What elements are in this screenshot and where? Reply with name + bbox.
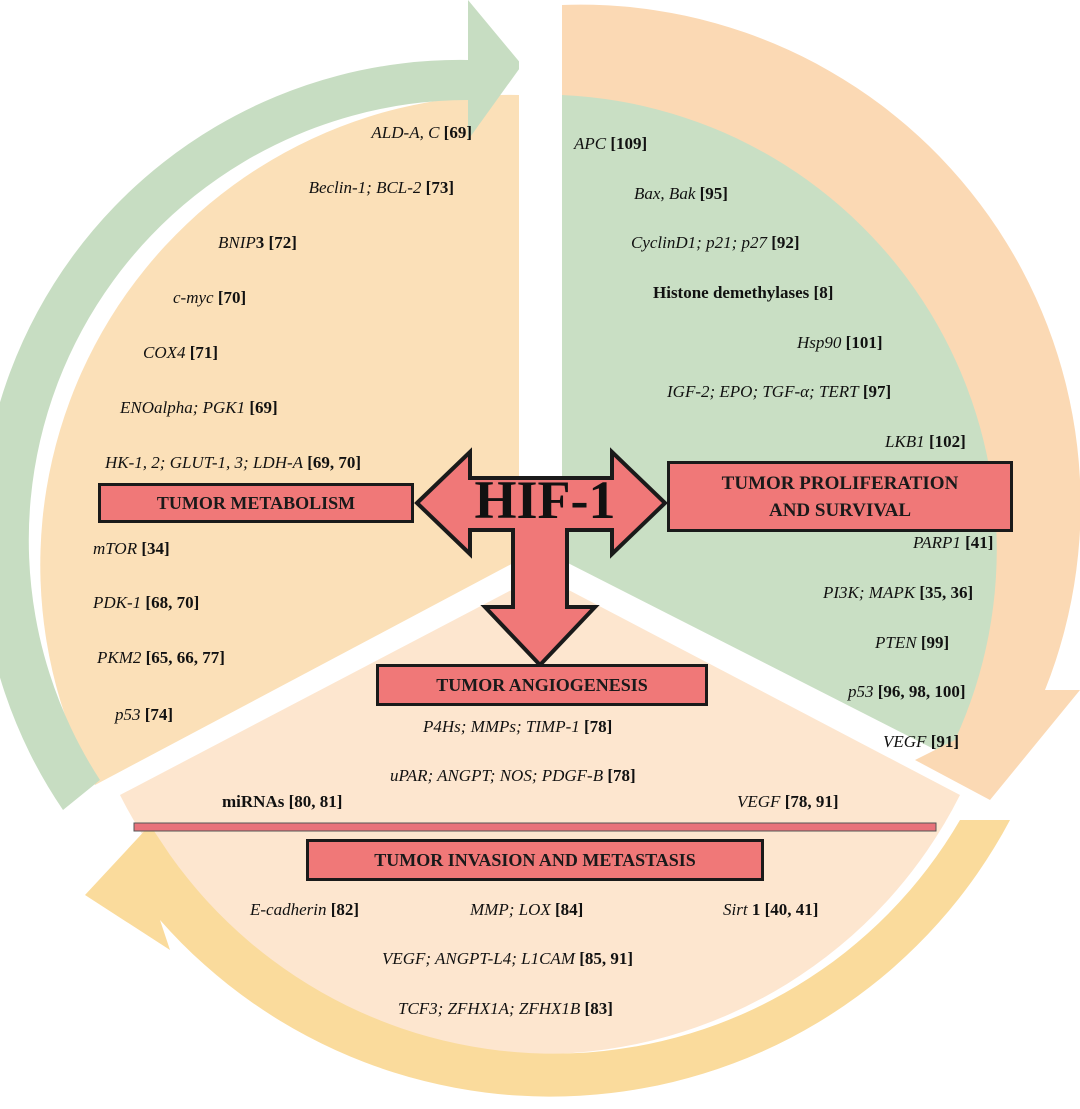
proliferation-item: VEGF [91] <box>883 732 960 751</box>
proliferation-item: p53 [96, 98, 100] <box>848 682 966 701</box>
proliferation-item: Hsp90 [101] <box>797 333 883 352</box>
invasion-title: TUMOR INVASION AND METASTASIS <box>374 849 696 870</box>
proliferation-item: LKB1 [102] <box>885 432 966 451</box>
angiogenesis-title: TUMOR ANGIOGENESIS <box>436 674 648 695</box>
invasion-item: Sirt 1 [40, 41] <box>723 900 819 919</box>
divider-line <box>133 822 937 832</box>
proliferation-title-line1: TUMOR PROLIFERATION <box>721 472 959 494</box>
angiogenesis-item: miRNAs [80, 81] <box>222 792 343 811</box>
proliferation-item: PTEN [99] <box>875 633 950 652</box>
proliferation-item: PARP1 [41] <box>913 533 994 552</box>
proliferation-item: IGF-2; EPO; TGF-α; TERT [97] <box>667 382 892 401</box>
metabolism-title: TUMOR METABOLISM <box>156 492 356 513</box>
invasion-item: TCF3; ZFHX1A; ZFHX1B [83] <box>398 999 613 1018</box>
metabolism-item: ALD-A, C [69] <box>371 123 472 142</box>
proliferation-title-box: TUMOR PROLIFERATION AND SURVIVAL <box>667 461 1013 532</box>
invasion-item: E-cadherin [82] <box>250 900 360 919</box>
metabolism-title-box: TUMOR METABOLISM <box>98 483 414 523</box>
invasion-title-box: TUMOR INVASION AND METASTASIS <box>306 839 764 881</box>
metabolism-item: c-myc [70] <box>173 288 247 307</box>
invasion-sector <box>120 575 960 1055</box>
invasion-cycle-arrow <box>85 820 1010 1097</box>
metabolism-item: p53 [74] <box>115 705 174 724</box>
metabolism-item: mTOR [34] <box>93 539 170 558</box>
angiogenesis-item: VEGF [78, 91] <box>737 792 839 811</box>
proliferation-item: APC [109] <box>574 134 648 153</box>
metabolism-sector <box>40 94 519 786</box>
proliferation-item: CyclinD1; p21; p27 [92] <box>631 233 800 252</box>
metabolism-item: HK-1, 2; GLUT-1, 3; LDH-A [69, 70] <box>105 453 362 472</box>
proliferation-cycle-arrow <box>562 4 1080 800</box>
proliferation-item: Histone demethylases [8] <box>653 283 834 302</box>
invasion-item: VEGF; ANGPT-L4; L1CAM [85, 91] <box>382 949 634 968</box>
angiogenesis-item: P4Hs; MMPs; TIMP-1 [78] <box>423 717 613 736</box>
invasion-item: MMP; LOX [84] <box>470 900 584 919</box>
hif1-label: HIF-1 <box>474 470 616 530</box>
metabolism-item: Beclin-1; BCL-2 [73] <box>308 178 454 197</box>
angiogenesis-item: uPAR; ANGPT; NOS; PDGF-B [78] <box>390 766 636 785</box>
metabolism-item: PDK-1 [68, 70] <box>93 593 200 612</box>
metabolism-item: BNIP3 [72] <box>218 233 297 252</box>
proliferation-item: Bax, Bak [95] <box>634 184 728 203</box>
angiogenesis-title-box: TUMOR ANGIOGENESIS <box>376 664 708 706</box>
metabolism-item: PKM2 [65, 66, 77] <box>97 648 225 667</box>
hif1-arrow <box>414 447 668 668</box>
proliferation-title-line2: AND SURVIVAL <box>768 499 912 521</box>
proliferation-item: PI3K; MAPK [35, 36] <box>823 583 974 602</box>
metabolism-item: COX4 [71] <box>143 343 219 362</box>
metabolism-item: ENOalpha; PGK1 [69] <box>120 398 278 417</box>
metabolism-cycle-arrow <box>0 0 522 810</box>
